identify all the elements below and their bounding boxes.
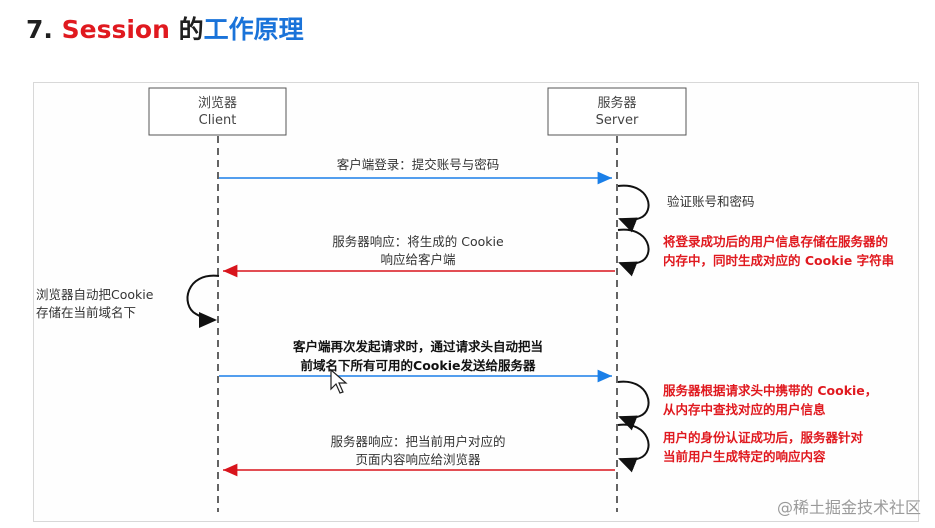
diagram-frame — [33, 82, 919, 522]
cookie-response-line1: 服务器响应：将生成的 Cookie — [332, 234, 504, 249]
store-self-loop — [617, 228, 650, 277]
server-store-line1: 将登录成功后的用户信息存储在服务器的 — [663, 234, 889, 249]
client-store-note: 浏览器自动把Cookie 存储在当前域名下 — [36, 286, 153, 322]
verify-self-loop — [617, 184, 650, 233]
server-generate-line2: 当前用户生成特定的响应内容 — [663, 449, 826, 464]
title-number: 7. — [26, 15, 53, 44]
client-store-self-loop — [186, 274, 220, 328]
page-response-label: 服务器响应：把当前用户对应的 页面内容响应给浏览器 — [218, 433, 618, 469]
server-lookup-line2: 从内存中查找对应的用户信息 — [663, 402, 826, 417]
verify-note: 验证账号和密码 — [667, 194, 755, 209]
title-topic: 工作原理 — [203, 15, 304, 44]
server-generate-note: 用户的身份认证成功后，服务器针对 当前用户生成特定的响应内容 — [663, 428, 863, 466]
server-box — [547, 87, 687, 136]
server-store-line2: 内存中，同时生成对应的 Cookie 字符串 — [663, 253, 895, 268]
cookie-request-line2: 前域名下所有可用的Cookie发送给服务器 — [300, 358, 536, 373]
page-response-line1: 服务器响应：把当前用户对应的 — [330, 434, 506, 449]
generate-self-loop — [617, 423, 650, 473]
page-title: 7. Session 的工作原理 — [26, 10, 304, 46]
mouse-cursor-icon — [330, 368, 348, 394]
client-box — [148, 87, 287, 136]
server-store-note: 将登录成功后的用户信息存储在服务器的 内存中，同时生成对应的 Cookie 字符… — [663, 232, 894, 270]
cookie-response-line2: 响应给客户端 — [380, 252, 456, 267]
client-store-line2: 存储在当前域名下 — [36, 305, 137, 320]
server-name-cn: 服务器 — [597, 96, 637, 111]
cookie-request-line1: 客户端再次发起请求时，通过请求头自动把当 — [292, 339, 543, 354]
page-response-line2: 页面内容响应给浏览器 — [355, 452, 481, 467]
login-request-label: 客户端登录：提交账号与密码 — [336, 157, 500, 172]
client-name-en: Client — [198, 113, 237, 128]
title-connector: 的 — [169, 15, 204, 44]
client-store-line1: 浏览器自动把Cookie — [36, 287, 154, 302]
lookup-self-loop — [617, 380, 650, 431]
server-lookup-note: 服务器根据请求头中携带的 Cookie， 从内存中查找对应的用户信息 — [663, 381, 877, 419]
cookie-response-label: 服务器响应：将生成的 Cookie 响应给客户端 — [218, 233, 618, 269]
watermark: @稀土掘金技术社区 — [776, 498, 921, 517]
cookie-request-label: 客户端再次发起请求时，通过请求头自动把当 前域名下所有可用的Cookie发送给服… — [218, 337, 618, 375]
client-label: 浏览器 Client — [149, 95, 286, 129]
server-name-en: Server — [595, 113, 639, 128]
title-keyword: Session — [61, 15, 170, 44]
server-lookup-line1: 服务器根据请求头中携带的 Cookie， — [663, 383, 878, 398]
server-label: 服务器 Server — [548, 95, 686, 129]
server-generate-line1: 用户的身份认证成功后，服务器针对 — [663, 430, 864, 445]
client-name-cn: 浏览器 — [197, 96, 237, 111]
